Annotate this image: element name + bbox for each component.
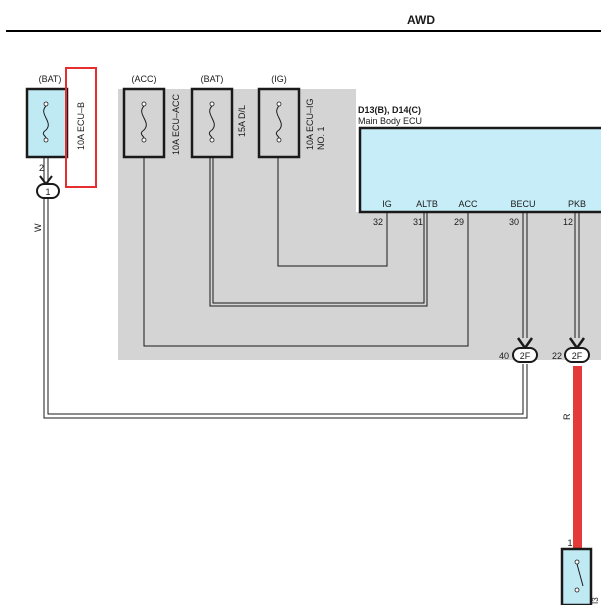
ecu-pin-label-altb: ALTB <box>416 199 438 209</box>
switch-pin: 1 <box>567 538 572 548</box>
fuse-dl-name: 15A D/L <box>237 105 247 137</box>
red-wire <box>573 366 582 549</box>
ecu-pin-label-pkb: PKB <box>568 199 586 209</box>
fuse-ecu-b: (BAT) 10A ECU–B 2 <box>25 74 86 184</box>
ecu-name: Main Body ECU <box>358 116 422 126</box>
highlight-box <box>65 67 97 188</box>
connector-2f-pkb-pin: 22 <box>552 351 562 361</box>
fuse-ecu-acc-name: 10A ECU–ACC <box>171 93 181 155</box>
fuse-ecu-b-pin: 2 <box>39 163 44 173</box>
ecu-pin-label-becu: BECU <box>510 199 535 209</box>
shaded-region <box>118 89 601 360</box>
white-wire-color-label: W <box>33 223 43 232</box>
pkb-wire <box>574 212 580 338</box>
ecu-pin-label-acc: ACC <box>458 199 478 209</box>
connector-1-label: 1 <box>45 187 50 197</box>
fuse-ecu-acc-source: (ACC) <box>132 74 157 84</box>
fuse-ecu-acc: (ACC) 10A ECU–ACC <box>122 74 181 159</box>
acc-circuit-wire <box>143 145 469 347</box>
switch-code: I3 <box>591 597 600 604</box>
white-wire <box>43 198 528 419</box>
page-title: AWD <box>407 13 435 27</box>
ecu-id: D13(B), D14(C) <box>358 105 421 115</box>
ig-circuit-wire <box>277 150 388 267</box>
ecu-pin-number-29: 29 <box>454 217 464 227</box>
connector-2f-becu-pin: 40 <box>499 351 509 361</box>
parking-brake-switch: 1 I3 <box>560 538 600 605</box>
connector-2f-becu: 2F 40 <box>499 337 538 363</box>
connector-2f-pkb: 2F 22 <box>552 337 590 363</box>
ecu-pin-number-30: 30 <box>509 217 519 227</box>
fuse-ecu-b-name: 10A ECU–B <box>76 102 86 150</box>
fuse-ecu-ig-name: 10A ECU–IG <box>305 98 315 150</box>
fuse-ecu-ig-source: (IG) <box>271 74 287 84</box>
connector-1: 1 <box>36 175 60 199</box>
main-body-ecu-box <box>358 126 601 214</box>
fuse-ecu-ig: (IG) 10A ECU–IG NO. 1 <box>257 74 326 159</box>
fuse-ecu-ig-name2: NO. 1 <box>316 126 326 150</box>
ecu-pin-number-12: 12 <box>563 217 573 227</box>
fuse-dl: (BAT) 15A D/L <box>190 74 247 159</box>
ecu-pin-number-31: 31 <box>413 217 423 227</box>
red-wire-color-label: R <box>562 413 572 420</box>
dl-circuit-wire <box>209 145 428 307</box>
ecu-pin-label-ig: IG <box>382 199 392 209</box>
ecu-pin-number-32: 32 <box>373 217 383 227</box>
fuse-dl-source: (BAT) <box>201 74 224 84</box>
connector-2f-becu-label: 2F <box>520 351 531 361</box>
connector-2f-pkb-label: 2F <box>572 351 583 361</box>
fuse-ecu-b-source: (BAT) <box>39 74 62 84</box>
